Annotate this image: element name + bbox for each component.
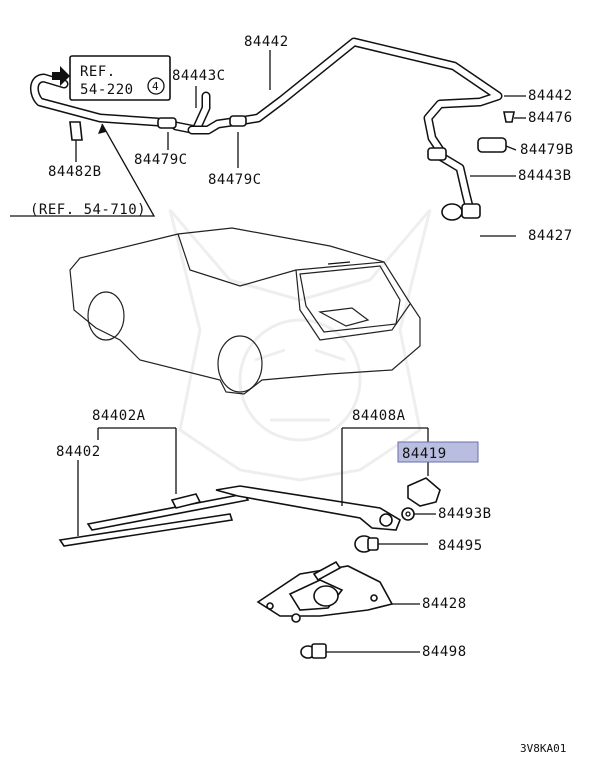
label-84479c-left: 84479C [134, 152, 188, 168]
wiper-arm [215, 485, 401, 531]
label-84443b: 84443B [518, 168, 572, 184]
motor-bolt-small [291, 613, 301, 623]
label-84495: 84495 [438, 538, 483, 554]
label-84408a: 84408A [352, 408, 406, 424]
leader-lines [75, 50, 526, 653]
ref-box-line1: REF. [80, 64, 116, 80]
hose-clip-left [69, 121, 83, 152]
hose-joint-left [157, 117, 177, 129]
arm-cap [407, 477, 441, 507]
ref-box-line2: 54-220 [80, 82, 134, 98]
pivot-seal [354, 535, 379, 553]
watermark-logo [168, 209, 432, 482]
label-84427: 84427 [528, 228, 573, 244]
washer-hose [30, 37, 503, 215]
clip-top [503, 111, 515, 123]
hose-clamp-right [427, 137, 507, 161]
highlight-box [397, 441, 479, 463]
label-84442-right: 84442 [528, 88, 573, 104]
hose-joint-mid [229, 115, 247, 127]
label-84476: 84476 [528, 110, 573, 126]
ref-box-circled: 4 [152, 80, 159, 93]
motor-bolt [300, 643, 327, 659]
label-84428: 84428 [422, 596, 467, 612]
figure-code: 3V8KA01 [520, 742, 566, 755]
label-84442-top: 84442 [244, 34, 289, 50]
arm-nut [401, 507, 415, 521]
label-84402: 84402 [56, 444, 101, 460]
label-84482b: 84482B [48, 164, 102, 180]
label-84402a: 84402A [92, 408, 146, 424]
washer-nozzle [441, 203, 481, 221]
label-84479b: 84479B [520, 142, 574, 158]
vehicle-outline [69, 227, 421, 395]
ref-note: (REF. 54-710) [30, 202, 146, 218]
label-84498: 84498 [422, 644, 467, 660]
label-84419: 84419 [402, 446, 447, 462]
wiper-motor [256, 560, 394, 617]
ref-note-line [10, 123, 156, 217]
wiper-blade [58, 493, 250, 547]
label-84479c-mid: 84479C [208, 172, 262, 188]
ref-box [52, 55, 171, 101]
label-84493b: 84493B [438, 506, 492, 522]
label-84443c: 84443C [172, 68, 226, 84]
